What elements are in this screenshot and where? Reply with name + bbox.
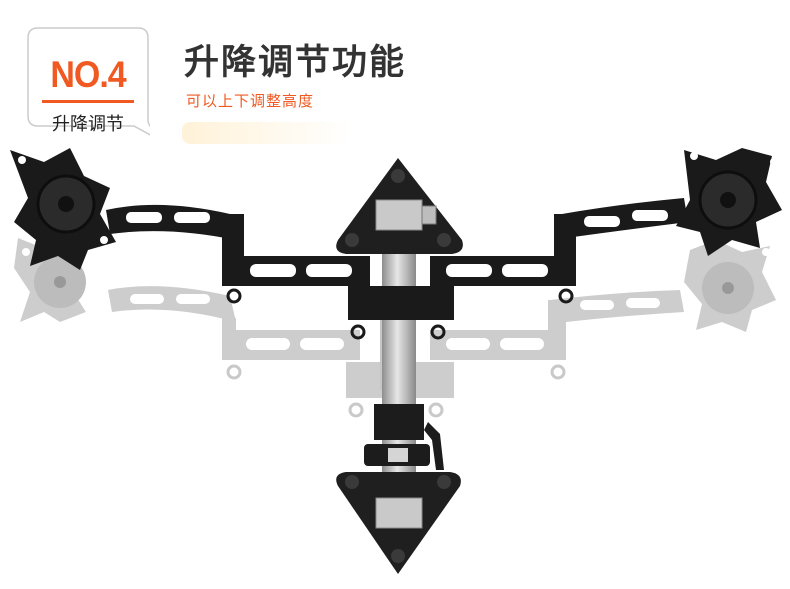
ghost-vesa-plate-right xyxy=(684,240,776,332)
height-lock-clamp xyxy=(364,404,444,470)
bottom-triangle-bracket xyxy=(336,472,461,574)
page-title: 升降调节功能 xyxy=(184,43,407,83)
page-subtitle: 可以上下调整高度 xyxy=(186,92,315,110)
speech-bubble-icon xyxy=(27,27,150,136)
active-arm-assembly xyxy=(10,148,782,340)
decorative-glow xyxy=(182,122,352,144)
top-triangle-bracket xyxy=(336,158,463,254)
vesa-plate-left xyxy=(10,148,116,270)
monitor-arm-illustration xyxy=(10,148,782,574)
feature-badge: NO.4 升降调节 xyxy=(26,26,150,144)
center-hub xyxy=(348,286,454,320)
badge-label: 升降调节 xyxy=(52,114,124,135)
badge-number: NO.4 xyxy=(50,54,126,96)
vesa-plate-right xyxy=(676,148,782,256)
badge-divider xyxy=(42,100,134,103)
